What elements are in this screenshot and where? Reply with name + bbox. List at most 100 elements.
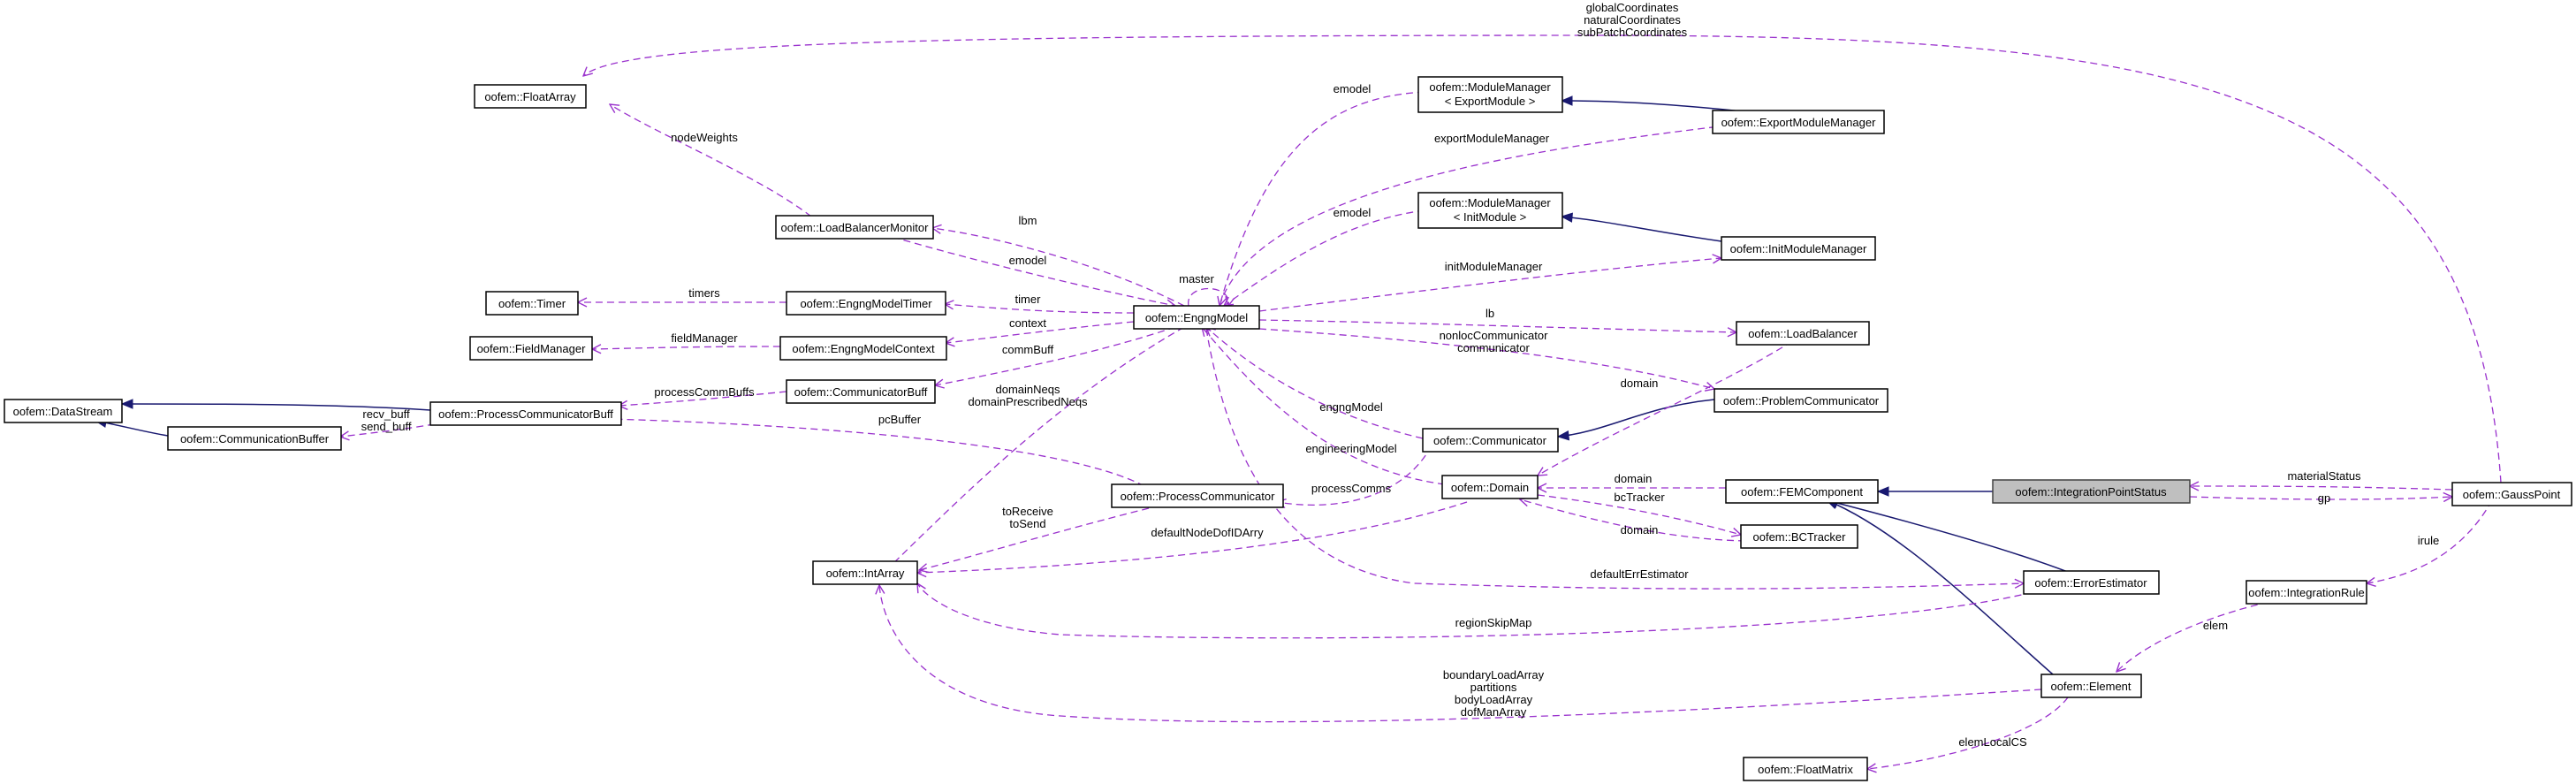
edge-domain-defaultnodedofidarry-intarray: [917, 501, 1468, 573]
label-boundary-load-array: boundaryLoadArray: [1443, 668, 1545, 681]
node-integration-point-status[interactable]: oofem::IntegrationPointStatus: [1992, 479, 2191, 504]
edge-init-manager-inherits-module-manager: [1562, 217, 1722, 242]
label-elem-local-cs: elemLocalCS: [1958, 735, 2027, 749]
svg-text:oofem::FloatMatrix: oofem::FloatMatrix: [1758, 763, 1853, 776]
svg-text:oofem::Timer: oofem::Timer: [498, 297, 566, 310]
label-default-err-estimator: defaultErrEstimator: [1590, 567, 1689, 581]
node-init-module-manager[interactable]: oofem::InitModuleManager: [1721, 236, 1876, 261]
label-material-status: materialStatus: [2287, 469, 2361, 483]
edge-export-modmgr-emodel-engngmodel: [1220, 91, 1425, 306]
node-load-balancer-monitor[interactable]: oofem::LoadBalancerMonitor: [775, 215, 934, 240]
node-domain[interactable]: oofem::Domain: [1441, 475, 1539, 499]
node-engng-model[interactable]: oofem::EngngModel: [1133, 305, 1260, 330]
node-intarray[interactable]: oofem::IntArray: [812, 560, 918, 585]
label-communicator: communicator: [1457, 341, 1530, 354]
svg-text:oofem::ModuleManager: oofem::ModuleManager: [1429, 196, 1551, 209]
node-load-balancer[interactable]: oofem::LoadBalancer: [1736, 321, 1870, 346]
edge-engngmodel-defaulterrestimator: [1205, 328, 2024, 590]
svg-text:oofem::Element: oofem::Element: [2050, 680, 2131, 693]
edge-element-arrays-intarray: [879, 585, 2042, 723]
edge-engngmodel-context-engngmodelcontext: [946, 321, 1135, 343]
svg-text:oofem::FieldManager: oofem::FieldManager: [477, 342, 587, 355]
node-communication-buffer[interactable]: oofem::CommunicationBuffer: [167, 426, 342, 451]
label-emodel-export: emodel: [1334, 82, 1372, 95]
label-domain-fem: domain: [1615, 472, 1653, 485]
node-integration-rule[interactable]: oofem::IntegrationRule: [2245, 580, 2367, 605]
svg-text:oofem::ProblemCommunicator: oofem::ProblemCommunicator: [1723, 394, 1880, 407]
nodes: oofem::FloatArray oofem::ModuleManager <…: [4, 76, 2572, 781]
node-module-manager-export[interactable]: oofem::ModuleManager < ExportModule >: [1417, 76, 1563, 113]
edge-engngmodel-exportmodulemanager: [1219, 122, 1759, 307]
node-process-communicator-buff[interactable]: oofem::ProcessCommunicatorBuff: [429, 401, 622, 426]
edge-process-comm-buff-inherits-datastream: [122, 404, 431, 411]
node-module-manager-init[interactable]: oofem::ModuleManager < InitModule >: [1417, 192, 1563, 229]
node-timer[interactable]: oofem::Timer: [485, 291, 579, 316]
node-communicator-buff[interactable]: oofem::CommunicatorBuff: [786, 379, 936, 404]
svg-text:oofem::GaussPoint: oofem::GaussPoint: [2463, 488, 2561, 501]
edge-domain-bctracker: [1537, 494, 1741, 535]
svg-text:oofem::ProcessCommunicatorBuff: oofem::ProcessCommunicatorBuff: [438, 407, 613, 421]
label-field-manager: fieldManager: [671, 331, 738, 345]
label-irule: irule: [2418, 534, 2440, 547]
svg-text:oofem::FloatArray: oofem::FloatArray: [484, 90, 576, 103]
node-gauss-point[interactable]: oofem::GaussPoint: [2451, 482, 2572, 506]
svg-text:oofem::EngngModelTimer: oofem::EngngModelTimer: [800, 297, 932, 310]
edge-engngmodel-commbuff-communicatorbuff: [935, 326, 1176, 385]
label-global-coordinates: globalCoordinates: [1586, 1, 1679, 14]
label-to-receive: toReceive: [1002, 505, 1053, 518]
label-export-module-manager: exportModuleManager: [1434, 132, 1550, 145]
svg-text:oofem::IntArray: oofem::IntArray: [826, 567, 905, 580]
label-timer: timer: [1015, 293, 1042, 306]
label-natural-coordinates: naturalCoordinates: [1584, 13, 1681, 27]
node-export-module-manager[interactable]: oofem::ExportModuleManager: [1712, 110, 1885, 134]
edge-processcommunicator-tosend-intarray: [919, 507, 1150, 570]
edge-engngmodel-problemcommunicator: [1258, 328, 1714, 389]
svg-text:oofem::Communicator: oofem::Communicator: [1433, 434, 1547, 447]
label-body-load-array: bodyLoadArray: [1455, 693, 1533, 706]
edge-loadbalancer-domain: [1538, 340, 1793, 476]
node-communicator[interactable]: oofem::Communicator: [1422, 428, 1559, 453]
label-domain-neqs: domainNeqs: [996, 383, 1060, 396]
label-gp: gp: [2318, 491, 2330, 505]
edge-processcommunicator-pcbuffer: [610, 419, 1145, 487]
node-process-communicator[interactable]: oofem::ProcessCommunicator: [1111, 483, 1284, 508]
edge-labels: globalCoordinates naturalCoordinates sub…: [361, 1, 2440, 749]
node-engng-model-context[interactable]: oofem::EngngModelContext: [779, 336, 947, 361]
svg-text:oofem::EngngModel: oofem::EngngModel: [1145, 311, 1248, 324]
edge-engngmodel-initmodulemanager: [1258, 258, 1721, 312]
svg-text:oofem::ProcessCommunicator: oofem::ProcessCommunicator: [1121, 490, 1276, 503]
svg-text:oofem::FEMComponent: oofem::FEMComponent: [1741, 485, 1863, 499]
edge-engngmodel-lbm-lbmonitor: [932, 228, 1185, 307]
node-engng-model-timer[interactable]: oofem::EngngModelTimer: [786, 291, 946, 316]
label-recv-buff: recv_buff: [362, 407, 410, 421]
node-bc-tracker[interactable]: oofem::BCTracker: [1740, 524, 1858, 549]
label-to-send: toSend: [1009, 517, 1045, 530]
label-comm-buff: commBuff: [1002, 343, 1054, 356]
node-problem-communicator[interactable]: oofem::ProblemCommunicator: [1714, 388, 1888, 413]
label-bc-tracker: bcTracker: [1614, 491, 1665, 504]
edge-error-estimator-inherits-femcomponent: [1827, 500, 2073, 575]
svg-text:oofem::IntegrationRule: oofem::IntegrationRule: [2248, 586, 2365, 599]
label-emodel-lbm: emodel: [1009, 254, 1047, 267]
node-element[interactable]: oofem::Element: [2040, 674, 2142, 698]
node-error-estimator[interactable]: oofem::ErrorEstimator: [2023, 570, 2160, 595]
label-node-weights: nodeWeights: [671, 131, 738, 144]
label-lbm: lbm: [1019, 214, 1037, 227]
svg-text:oofem::ErrorEstimator: oofem::ErrorEstimator: [2034, 576, 2147, 590]
node-datastream[interactable]: oofem::DataStream: [4, 399, 123, 423]
edge-ipstatus-gp-gausspoint: [2189, 497, 2452, 499]
svg-text:oofem::IntegrationPointStatus: oofem::IntegrationPointStatus: [2015, 485, 2167, 499]
node-floatarray[interactable]: oofem::FloatArray: [474, 84, 587, 109]
edge-engngmodel-domainneqs-intarray: [884, 326, 1185, 573]
edge-integrationrule-elem-element: [2116, 598, 2281, 672]
edge-errorestimator-regionskipmap-intarray: [917, 583, 2033, 639]
label-domain-lb: domain: [1621, 377, 1659, 390]
node-fem-component[interactable]: oofem::FEMComponent: [1725, 479, 1879, 504]
svg-text:oofem::Domain: oofem::Domain: [1451, 481, 1529, 494]
node-float-matrix[interactable]: oofem::FloatMatrix: [1743, 757, 1868, 781]
node-field-manager[interactable]: oofem::FieldManager: [469, 336, 593, 361]
svg-text:oofem::InitModuleManager: oofem::InitModuleManager: [1730, 242, 1867, 255]
edge-engngmodel-lb-loadbalancer: [1258, 319, 1736, 332]
label-partitions: partitions: [1470, 681, 1517, 694]
label-process-comms: processComms: [1311, 482, 1392, 495]
